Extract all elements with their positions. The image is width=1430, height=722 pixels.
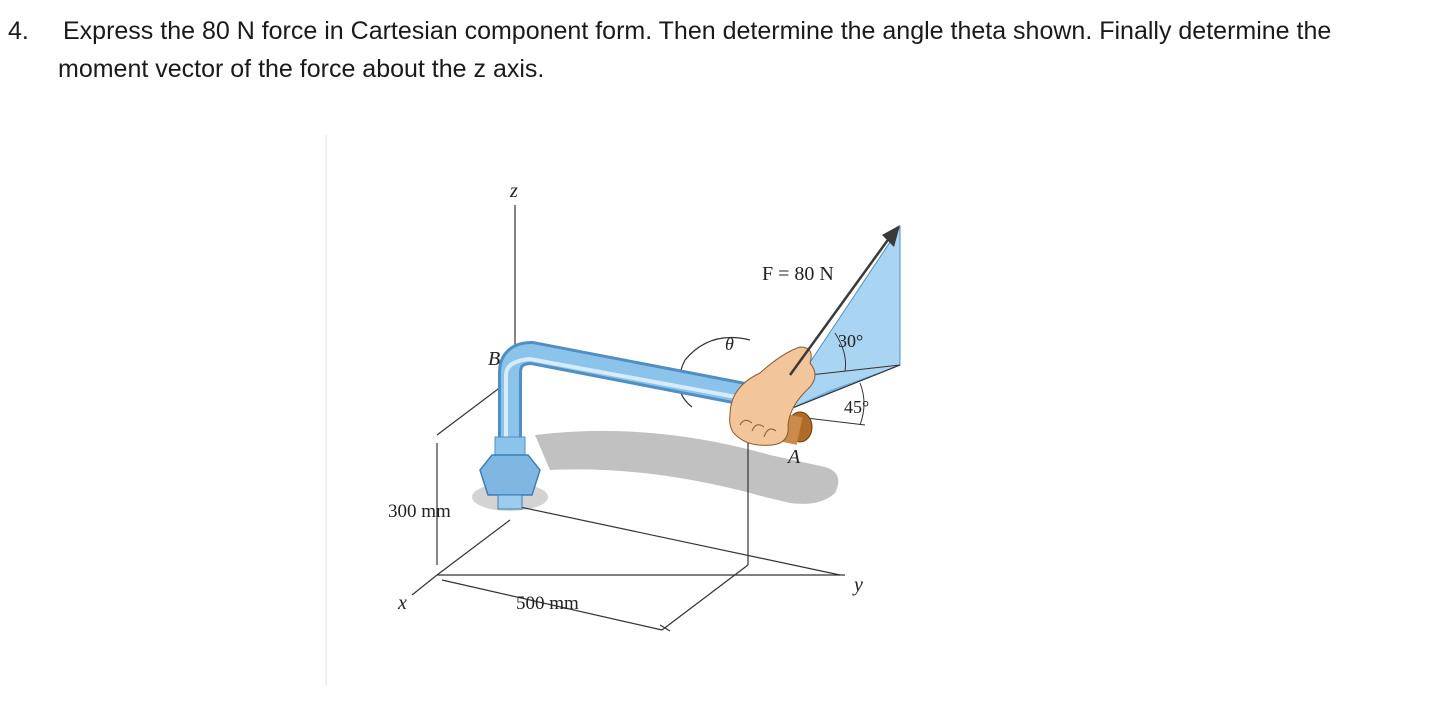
socket-tip xyxy=(497,494,523,510)
length-tick xyxy=(659,624,671,632)
arc-45 xyxy=(859,382,865,426)
length-dim-line xyxy=(441,579,663,631)
height-ext-top xyxy=(436,379,511,436)
plane-projection xyxy=(809,364,901,376)
theta-arc xyxy=(678,336,751,408)
x-axis-label: x xyxy=(397,592,407,614)
z-axis-label: z xyxy=(509,180,518,202)
pipe xyxy=(501,344,769,454)
theta-label: θ xyxy=(725,334,734,354)
arc-30 xyxy=(834,332,846,372)
y-axis-line xyxy=(519,506,841,576)
length-dim-label: 500 mm xyxy=(516,593,579,614)
dimension-lines xyxy=(411,205,845,632)
length-ext-right xyxy=(661,564,749,631)
plane-horizontal xyxy=(774,364,901,416)
pipe-highlight xyxy=(504,356,760,445)
x-axis-line xyxy=(411,574,438,596)
finger-lines xyxy=(739,419,777,438)
height-dim-label: 300 mm xyxy=(388,501,451,522)
question-text: Express the 80 N force in Cartesian comp… xyxy=(58,17,1332,83)
socket-body xyxy=(479,454,541,496)
force-arrow-line xyxy=(788,236,892,376)
wrench-figure: z B F = 80 N θ 30° 45° A 300 mm x 500 mm… xyxy=(320,125,940,695)
y-axis-label: y xyxy=(852,574,863,596)
angle-45-label: 45° xyxy=(844,397,869,417)
height-ext-bottom xyxy=(436,519,511,576)
point-b-label: B xyxy=(488,348,500,370)
point-a-label: A xyxy=(786,446,801,468)
figure-svg: z B F = 80 N θ 30° 45° A 300 mm x 500 mm… xyxy=(325,135,901,685)
force-label: F = 80 N xyxy=(762,263,834,285)
question-number: 4. xyxy=(8,17,29,45)
force-arrow-head xyxy=(882,225,900,247)
angle-30-label: 30° xyxy=(838,331,863,351)
shadow xyxy=(535,430,839,504)
socket-collar xyxy=(494,436,526,456)
